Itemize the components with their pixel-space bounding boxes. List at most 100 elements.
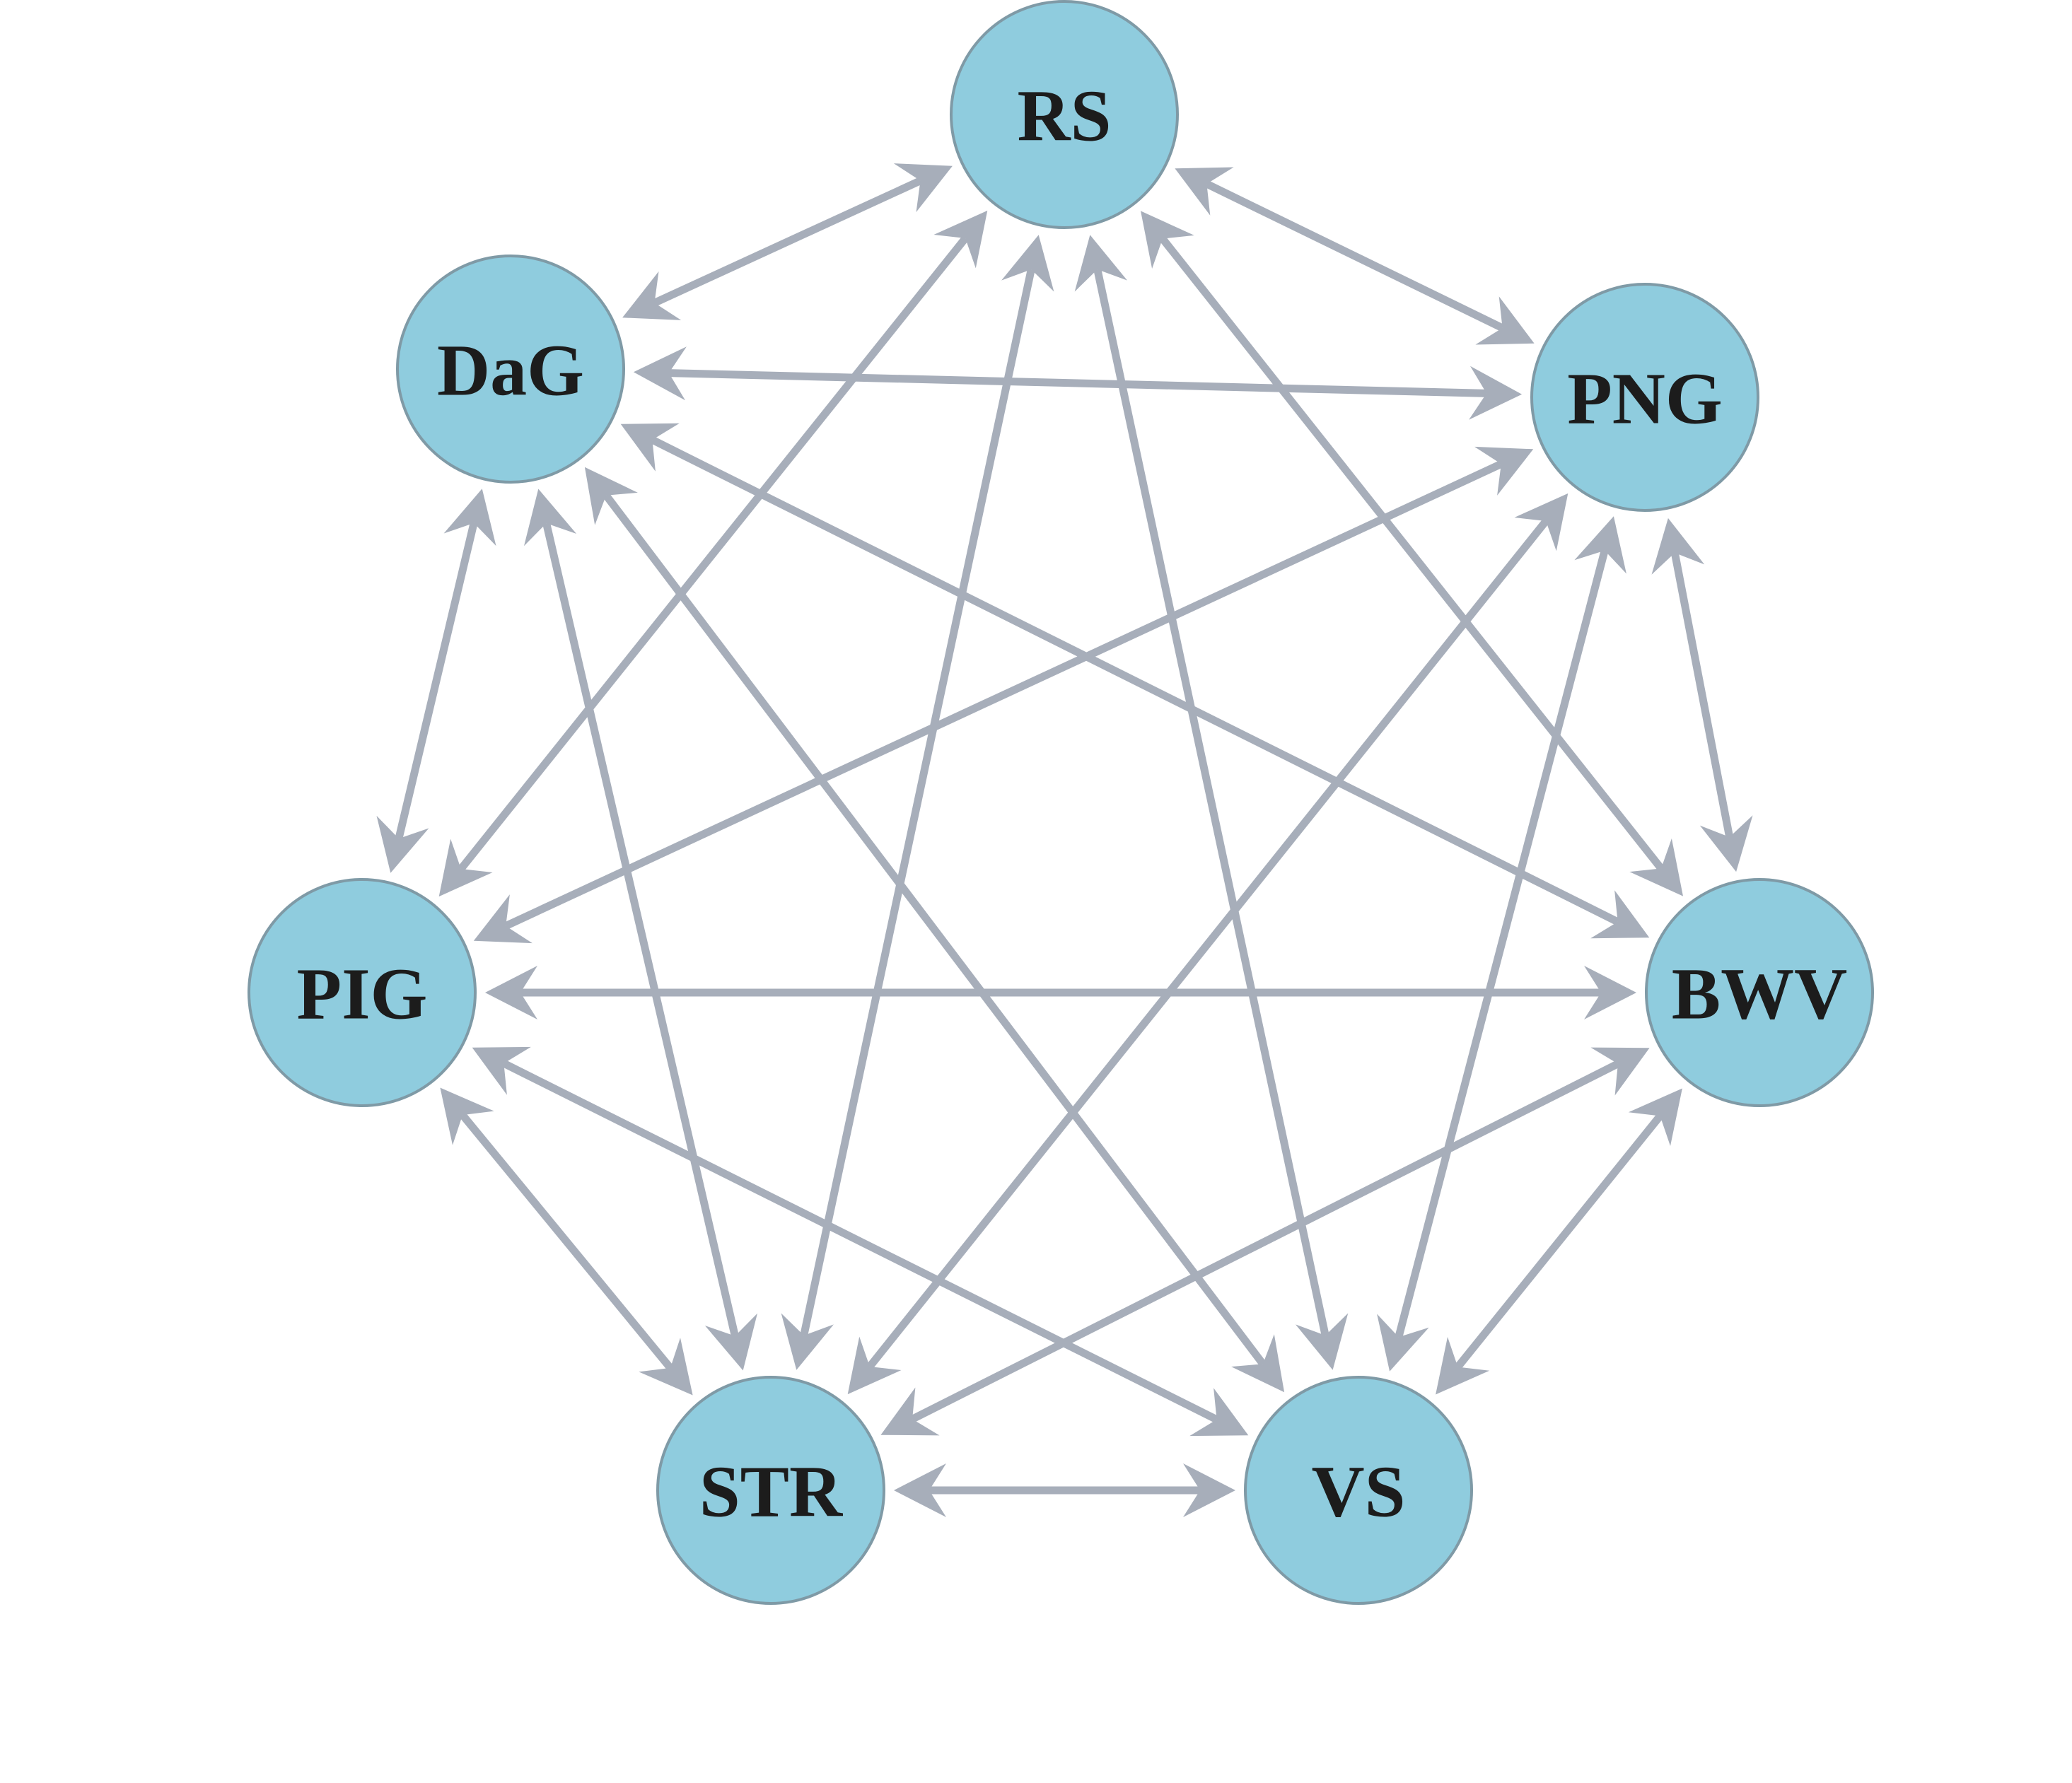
edge-line (653, 177, 922, 307)
arrowhead-to-png (1514, 493, 1568, 551)
node-label: DaG (437, 330, 584, 411)
edge-png-bwv (1651, 518, 1753, 872)
node-circle (396, 255, 625, 484)
edge-rs-vs (1074, 235, 1349, 1370)
node-circle (248, 878, 477, 1107)
arrowhead-to-bwv (1699, 815, 1753, 872)
edge-line (866, 518, 1549, 1369)
arrowhead-to-bwv (1629, 838, 1683, 896)
edge-line (1093, 268, 1329, 1337)
arrowhead-to-bwv (1590, 890, 1650, 939)
edge-png-str (847, 493, 1568, 1395)
edge-line (1395, 549, 1609, 1338)
arrowhead-to-rs (933, 210, 988, 269)
edge-rs-png (1175, 167, 1535, 345)
edge-line (650, 436, 1620, 925)
arrowhead-to-png (1651, 518, 1705, 575)
edge-pig-str (440, 1087, 693, 1396)
edge-line (501, 1060, 1219, 1423)
edge-dag-bwv (620, 423, 1650, 939)
edge-rs-bwv (1141, 211, 1683, 896)
arrowhead-to-rs (1074, 235, 1127, 292)
edge-line (1204, 180, 1505, 332)
edge-line (1455, 1113, 1663, 1369)
edge-dag-pig (376, 489, 496, 873)
edge-line (910, 1060, 1620, 1423)
arrowhead-to-dag (633, 346, 687, 401)
edge-line (668, 369, 1487, 397)
arrowhead-to-str (704, 1313, 757, 1371)
arrowhead-to-pig (473, 894, 532, 944)
arrowhead-to-vs (1296, 1313, 1349, 1370)
node-label: VS (1312, 1451, 1406, 1533)
node-dag: DaG (396, 255, 625, 484)
node-label: BWV (1672, 954, 1847, 1035)
arrowhead-to-png (1474, 446, 1534, 496)
arrowhead-to-dag (622, 271, 682, 320)
arrowhead-to-dag (443, 489, 496, 546)
edge-rs-str (781, 235, 1054, 1370)
arrowhead-to-dag (584, 467, 638, 525)
arrowhead-to-vs (1189, 1388, 1249, 1437)
arrowhead-to-pig (472, 1046, 531, 1095)
edge-line (542, 522, 739, 1338)
node-circle (656, 1376, 885, 1605)
node-rs: RS (950, 0, 1179, 229)
node-pig: PIG (248, 878, 477, 1107)
arrowhead-to-vs (1183, 1463, 1235, 1517)
edge-png-vs (1377, 516, 1626, 1372)
arrowhead-to-pig (440, 1087, 494, 1145)
node-label: PIG (297, 954, 428, 1035)
arrowhead-to-str (639, 1338, 693, 1396)
arrowhead-to-rs (1175, 167, 1234, 216)
node-label: STR (699, 1451, 844, 1533)
edge-line (395, 522, 478, 840)
arrowhead-to-png (1469, 366, 1523, 420)
edge-dag-png (633, 346, 1523, 420)
edge-png-pig (473, 446, 1534, 944)
edge-line (458, 235, 969, 872)
node-bwv: BWV (1645, 878, 1874, 1107)
node-str: STR (656, 1376, 885, 1605)
arrowhead-to-str (894, 1463, 946, 1517)
edge-line (800, 268, 1035, 1337)
edge-line (459, 1112, 674, 1371)
arrowhead-to-pig (438, 838, 493, 897)
arrowhead-to-bwv (1584, 966, 1636, 1019)
arrowhead-to-pig (376, 815, 429, 873)
arrowhead-to-str (781, 1313, 834, 1370)
arrowhead-to-rs (893, 163, 953, 213)
edge-pig-bwv (485, 966, 1636, 1019)
edge-line (1159, 236, 1665, 871)
arrowhead-to-vs (1436, 1337, 1490, 1395)
node-circle (1645, 878, 1874, 1107)
edge-rs-dag (622, 163, 953, 320)
arrowhead-to-png (1475, 296, 1535, 345)
edge-line (504, 460, 1503, 930)
node-circle (950, 0, 1179, 229)
arrowhead-to-str (847, 1336, 902, 1395)
node-circle (1530, 283, 1759, 512)
edge-rs-pig (438, 210, 988, 897)
arrowhead-to-bwv (1590, 1047, 1650, 1096)
arrowhead-to-str (880, 1387, 940, 1436)
node-vs: VS (1244, 1376, 1473, 1605)
arrowhead-to-vs (1231, 1334, 1285, 1393)
node-circle (1244, 1376, 1473, 1605)
arrowhead-to-rs (1001, 235, 1054, 292)
edge-dag-vs (584, 467, 1285, 1393)
edge-str-vs (894, 1463, 1235, 1517)
node-label: RS (1018, 76, 1112, 157)
edge-line (1670, 551, 1734, 838)
edge-pig-vs (472, 1046, 1249, 1437)
arrowhead-to-dag (620, 423, 680, 472)
arrowhead-to-bwv (1628, 1088, 1682, 1146)
edge-dag-str (524, 489, 757, 1371)
arrowhead-to-pig (485, 966, 537, 1019)
arrowhead-to-png (1574, 516, 1626, 574)
arrowhead-to-rs (1141, 211, 1194, 269)
arrowhead-to-vs (1377, 1314, 1429, 1372)
edge-line (603, 493, 1267, 1367)
